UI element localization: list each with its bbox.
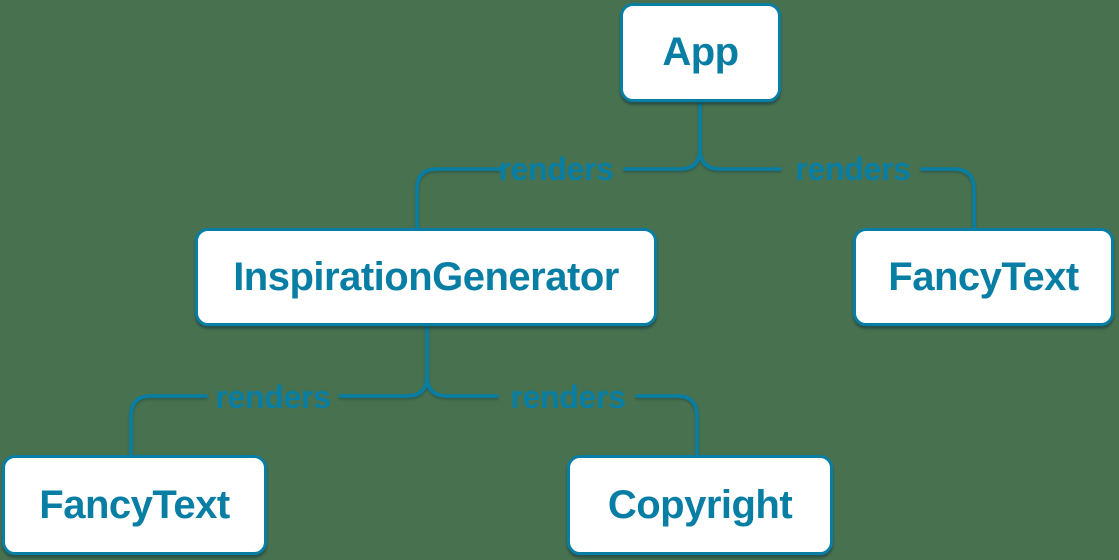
node-app: App [620, 3, 781, 102]
edge-app-inspirationgenerator-start [623, 100, 702, 171]
edge-inspirationgenerator-copyright-start [425, 374, 499, 398]
edge-app-inspirationgenerator-end [415, 167, 502, 230]
edge-label-inspirationgenerator-copyright: renders [510, 379, 626, 415]
edge-app-fancytext-start [698, 147, 782, 171]
node-inspiration-generator: InspirationGenerator [195, 228, 657, 326]
edge-inspirationgenerator-fancytext-start [338, 324, 429, 398]
edge-label-app-inspirationgenerator: renders [498, 151, 614, 187]
node-fancy-text-right: FancyText [853, 228, 1114, 326]
edge-label-app-fancytext: renders [795, 151, 911, 187]
edge-inspirationgenerator-fancytext-end [129, 394, 208, 457]
edge-inspirationgenerator-copyright-end [635, 394, 699, 457]
edge-label-inspirationgenerator-fancytext: renders [215, 379, 331, 415]
edge-app-fancytext-end [920, 167, 976, 230]
node-fancy-text-left: FancyText [2, 455, 267, 555]
node-copyright: Copyright [567, 455, 833, 555]
